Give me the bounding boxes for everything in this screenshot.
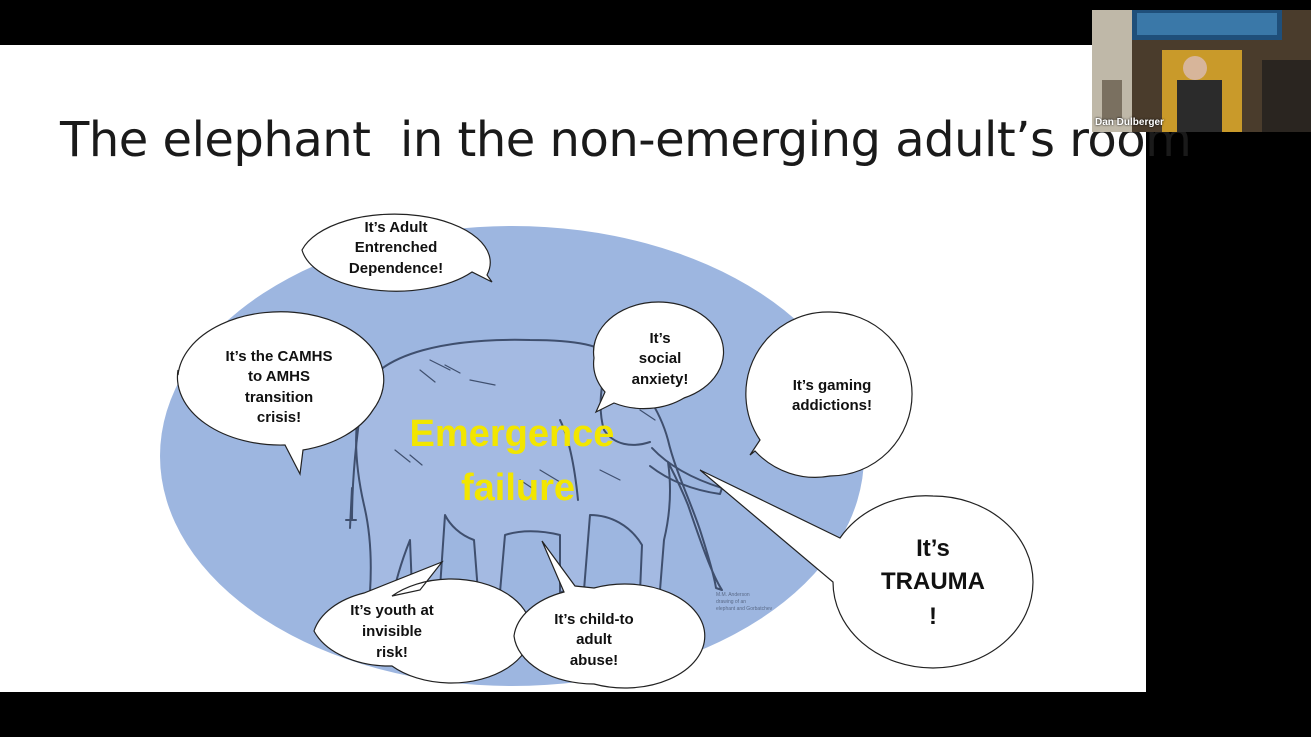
svg-text:It’s child-to: It’s child-to bbox=[554, 611, 633, 628]
svg-text:invisible: invisible bbox=[362, 623, 422, 640]
slide-title: The elephant in the non-emerging adult’s… bbox=[60, 112, 1192, 168]
svg-text:to AMHS: to AMHS bbox=[248, 368, 310, 385]
bubble-camhs-text: It’s the CAMHS to AMHS transition crisis… bbox=[226, 348, 333, 426]
bubble-dependence-text: It’s Adult Entrenched Dependence! bbox=[349, 219, 443, 277]
svg-text:abuse!: abuse! bbox=[570, 652, 618, 669]
svg-text:Dependence!: Dependence! bbox=[349, 260, 443, 277]
bubble-child-text: It’s child-to adult abuse! bbox=[554, 611, 633, 669]
emergence-label-line1: Emergence bbox=[410, 413, 615, 455]
svg-text:transition: transition bbox=[245, 389, 313, 406]
bubble-trauma-text: It’s TRAUMA ! bbox=[881, 535, 985, 630]
watermark-line3: elephant and Gorbatchev bbox=[716, 606, 773, 612]
svg-text:adult: adult bbox=[576, 631, 612, 648]
bubble-child bbox=[513, 540, 706, 689]
watermark-text: M.M. Anderson drawing of an elephant and… bbox=[716, 592, 773, 612]
bubble-social-text: It’s social anxiety! bbox=[632, 330, 689, 388]
participant-video-tile[interactable]: Dan Dulberger bbox=[1092, 10, 1311, 132]
svg-text:It’s youth at: It’s youth at bbox=[350, 602, 434, 619]
participant-video-feed bbox=[1092, 10, 1311, 132]
bubble-gaming-text: It’s gaming addictions! bbox=[792, 377, 872, 414]
bubble-camhs bbox=[176, 311, 385, 476]
participant-name: Dan Dulberger bbox=[1095, 117, 1164, 128]
svg-text:Entrenched: Entrenched bbox=[355, 239, 438, 256]
svg-text:addictions!: addictions! bbox=[792, 397, 872, 414]
svg-text:TRAUMA: TRAUMA bbox=[881, 568, 985, 595]
bubble-youth-text: It’s youth at invisible risk! bbox=[350, 602, 434, 661]
svg-text:risk!: risk! bbox=[376, 644, 408, 661]
svg-text:social: social bbox=[639, 350, 682, 367]
svg-text:crisis!: crisis! bbox=[257, 409, 301, 426]
svg-text:It’s the CAMHS: It’s the CAMHS bbox=[226, 348, 333, 365]
svg-text:anxiety!: anxiety! bbox=[632, 371, 689, 388]
svg-text:It’s gaming: It’s gaming bbox=[793, 377, 872, 394]
svg-text:It’s: It’s bbox=[916, 535, 950, 562]
svg-text:!: ! bbox=[929, 603, 937, 630]
bubble-youth bbox=[313, 560, 532, 684]
watermark-line1: M.M. Anderson bbox=[716, 592, 750, 598]
svg-text:It’s Adult: It’s Adult bbox=[364, 219, 427, 236]
bubble-trauma bbox=[699, 469, 1034, 669]
svg-text:It’s: It’s bbox=[649, 330, 670, 347]
bubble-gaming bbox=[745, 311, 913, 478]
emergence-label-line2: failure bbox=[461, 467, 575, 509]
watermark-line2: drawing of an bbox=[716, 599, 746, 605]
bubble-social bbox=[592, 301, 725, 414]
bubble-dependence bbox=[301, 213, 493, 292]
